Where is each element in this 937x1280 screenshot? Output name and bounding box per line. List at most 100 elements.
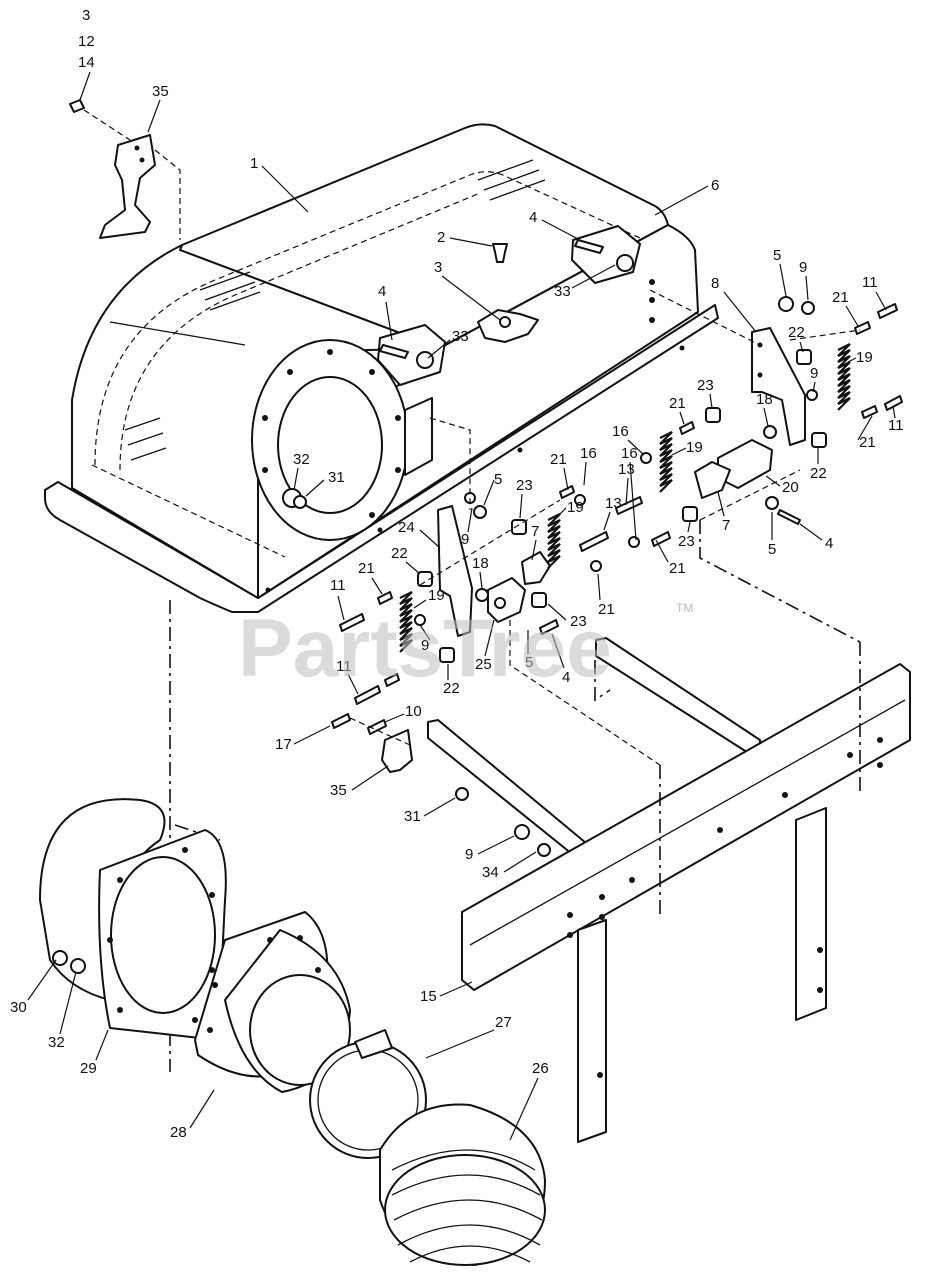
callout-label: 25 <box>475 656 492 673</box>
callout-label: 7 <box>722 517 730 534</box>
callout-label: 23 <box>516 477 533 494</box>
callout-label: 9 <box>461 531 469 548</box>
callout-label: 11 <box>862 274 878 291</box>
callout-label: 30 <box>10 999 27 1016</box>
frame-holes <box>567 737 883 1078</box>
spring-19-mid <box>659 431 673 493</box>
port-bolt-holes <box>262 349 401 518</box>
callout-label: 10 <box>405 703 422 720</box>
latch-handle <box>69 99 181 240</box>
hood-flange <box>44 304 719 613</box>
pivot-bracket-24 <box>437 505 473 637</box>
elbow-flange-holes <box>107 847 215 1023</box>
watermark-text: PartsTree <box>238 603 612 694</box>
callout-label: 21 <box>669 395 686 412</box>
callout-label: 22 <box>443 680 460 697</box>
callout-label: 19 <box>428 587 445 604</box>
callout-label: 24 <box>398 519 415 536</box>
hood-assembly <box>44 123 719 613</box>
lower-latch <box>331 713 413 773</box>
bracket-25 <box>487 577 526 623</box>
callout-label: 3 <box>82 7 90 24</box>
callout-label: 27 <box>495 1014 512 1031</box>
callout-label: 15 <box>420 988 437 1005</box>
callout-label: 4 <box>825 535 833 552</box>
callout-label: 23 <box>678 533 695 550</box>
callout-label: 21 <box>598 601 615 618</box>
callout-label: 21 <box>358 560 375 577</box>
callout-label: 23 <box>570 613 587 630</box>
callout-label: 12 <box>78 33 95 50</box>
callout-label: 5 <box>768 541 776 558</box>
frame-crossbar-rear <box>595 637 761 755</box>
callout-label: 21 <box>859 434 876 451</box>
watermark-trademark: TM <box>676 601 693 615</box>
callout-label: 16 <box>612 423 629 440</box>
callout-label: 22 <box>391 545 408 562</box>
callout-label: 5 <box>494 471 502 488</box>
callout-label: 35 <box>152 83 169 100</box>
callout-label: 19 <box>686 439 703 456</box>
callout-label: 33 <box>452 328 469 345</box>
callout-label: 9 <box>799 259 807 276</box>
frame-leg-right <box>795 807 827 1021</box>
adapter-holes <box>207 935 321 1033</box>
callout-label: 21 <box>550 451 567 468</box>
callout-label: 23 <box>697 377 714 394</box>
callout-label: 11 <box>330 577 346 594</box>
callout-label: 14 <box>78 54 95 71</box>
callout-label: 21 <box>832 289 849 306</box>
watermark: PartsTree TM <box>238 601 693 694</box>
cam-plate-7 <box>694 461 731 499</box>
callout-label: 4 <box>562 669 570 686</box>
spring-19-right <box>837 343 851 411</box>
callout-label: 35 <box>330 782 347 799</box>
callout-label: 16 <box>580 445 597 462</box>
pivot-bracket-8 <box>751 327 806 446</box>
callout-label: 18 <box>472 555 489 572</box>
callouts: 3 12 14 35 1 2 3 4 6 33 4 33 5 9 8 21 11… <box>10 7 904 1141</box>
callout-label: 11 <box>336 658 352 675</box>
callout-label: 32 <box>293 451 310 468</box>
spring-19-left <box>547 513 561 569</box>
callout-label: 28 <box>170 1124 187 1141</box>
hood-port-opening <box>277 376 383 514</box>
callout-label: 16 <box>621 445 638 462</box>
hinge-bracket-front <box>377 324 446 386</box>
push-pin <box>492 243 508 263</box>
callout-label: 31 <box>328 469 345 486</box>
callout-label: 4 <box>529 209 537 226</box>
duct-assembly <box>39 798 546 1266</box>
callout-label: 9 <box>421 637 429 654</box>
callout-label: 18 <box>756 391 773 408</box>
frame-rail <box>461 663 911 991</box>
spring-19-lower <box>399 591 413 653</box>
callout-label: 19 <box>856 349 873 366</box>
callout-label: 9 <box>810 365 818 382</box>
callout-label: 13 <box>618 461 635 478</box>
callout-label: 2 <box>437 229 445 246</box>
callout-label: 8 <box>711 275 719 292</box>
callout-label: 5 <box>525 654 533 671</box>
callout-label: 17 <box>275 736 292 753</box>
frame-assembly <box>169 520 911 1143</box>
callout-label: 20 <box>782 479 799 496</box>
right-linkage <box>649 289 903 525</box>
callout-label: 32 <box>48 1034 65 1051</box>
hood-side-bracket <box>404 397 433 476</box>
callout-label: 4 <box>378 283 386 300</box>
frame-crossbar <box>427 719 593 863</box>
callout-label: 9 <box>465 846 473 863</box>
left-linkage <box>282 417 671 766</box>
callout-label: 1 <box>250 155 258 172</box>
callout-label: 22 <box>810 465 827 482</box>
callout-label: 11 <box>888 417 904 434</box>
callout-label: 19 <box>567 499 584 516</box>
callout-label: 7 <box>531 523 539 540</box>
callout-label: 13 <box>605 495 622 512</box>
callout-label: 3 <box>434 259 442 276</box>
callout-label: 21 <box>669 560 686 577</box>
callout-label: 29 <box>80 1060 97 1077</box>
callout-label: 34 <box>482 864 499 881</box>
